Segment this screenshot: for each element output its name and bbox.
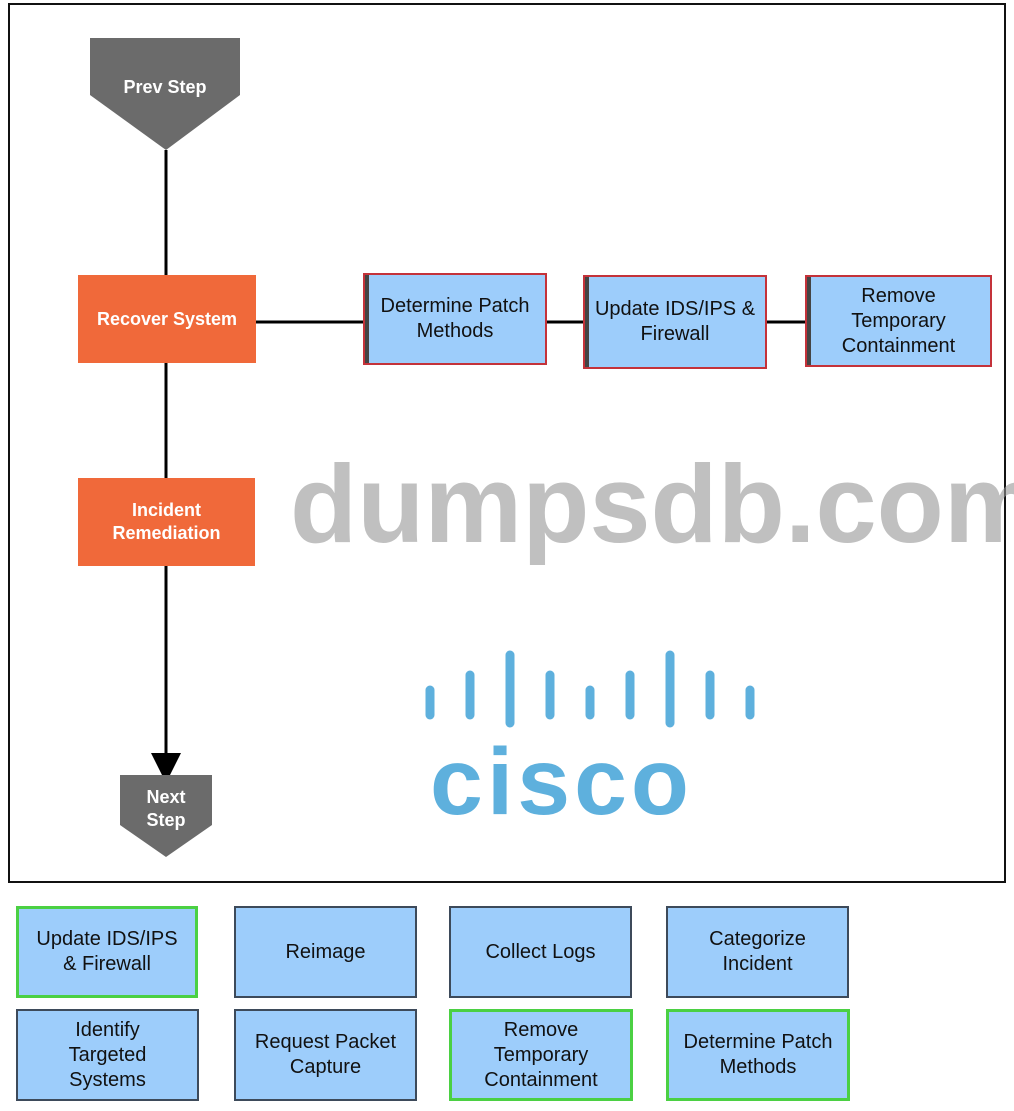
option-collect-logs[interactable]: Collect Logs — [449, 906, 632, 998]
option-request-packet-capture[interactable]: Request Packet Capture — [234, 1009, 417, 1101]
drop-slot-2[interactable]: Update IDS/IPS & Firewall — [583, 275, 767, 369]
option-determine-patch-methods[interactable]: Determine Patch Methods — [666, 1009, 850, 1101]
option-update-ids-ips[interactable]: Update IDS/IPS & Firewall — [16, 906, 198, 998]
prev-step-label: Prev Step — [123, 77, 207, 97]
option-reimage[interactable]: Reimage — [234, 906, 417, 998]
next-step-shape — [120, 775, 212, 857]
prev-step-shape — [90, 38, 240, 150]
drop-slot-1[interactable]: Determine Patch Methods — [363, 273, 547, 365]
option-remove-temporary-containment[interactable]: Remove Temporary Containment — [449, 1009, 633, 1101]
next-step-label: Next Step — [146, 787, 186, 830]
incident-remediation-box: Incident Remediation — [78, 478, 255, 566]
recover-system-box: Recover System — [78, 275, 256, 363]
drop-slot-3[interactable]: Remove Temporary Containment — [805, 275, 992, 367]
option-identify-targeted-systems[interactable]: Identify Targeted Systems — [16, 1009, 199, 1101]
diagram-canvas — [8, 3, 1006, 883]
option-categorize-incident[interactable]: Categorize Incident — [666, 906, 849, 998]
